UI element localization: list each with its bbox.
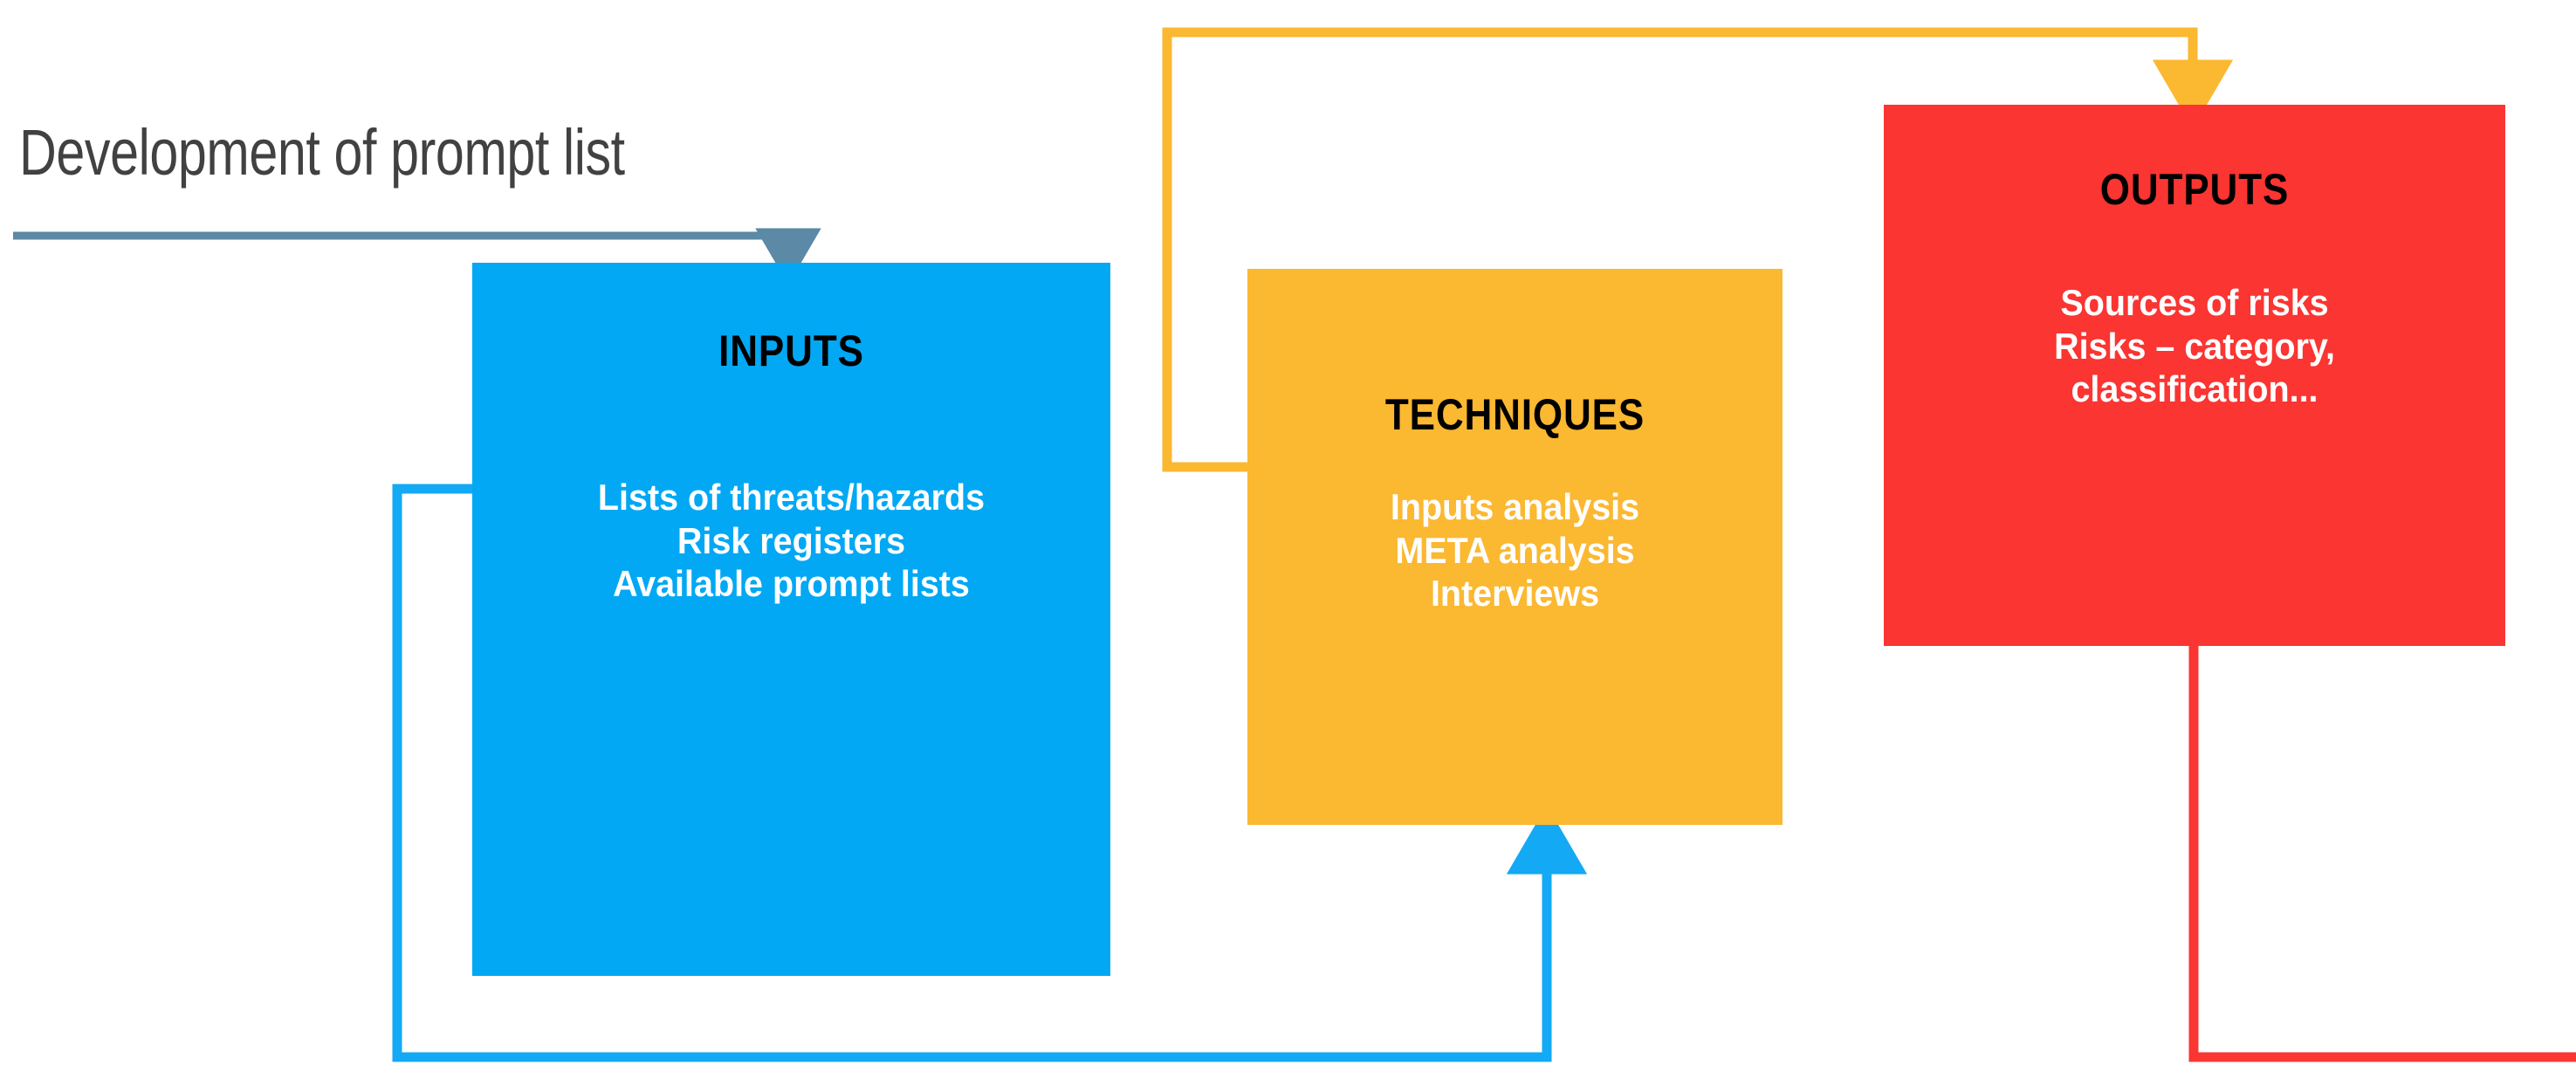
node-outputs[interactable]: OUTPUTS Sources of risks Risks – categor… — [1884, 105, 2505, 646]
node-techniques-line-1: Inputs analysis — [1390, 486, 1640, 527]
node-inputs-line-3: Available prompt lists — [613, 563, 970, 605]
node-techniques-line-2: META analysis — [1395, 529, 1635, 571]
page-title: Development of prompt list — [19, 116, 625, 189]
connector-title-to-inputs — [13, 228, 821, 285]
node-outputs-body: Sources of risks Risks – category, class… — [1902, 281, 2486, 411]
node-inputs-heading: INPUTS — [718, 326, 864, 375]
node-techniques-line-3: Interviews — [1430, 573, 1600, 615]
node-outputs-line-1: Sources of risks — [2060, 282, 2329, 323]
connector-outputs-onward — [2188, 646, 2576, 1062]
node-inputs-body: Lists of threats/hazards Risk registers … — [491, 476, 1091, 606]
node-techniques-body: Inputs analysis META analysis Interviews — [1263, 485, 1766, 615]
node-inputs-line-2: Risk registers — [677, 519, 906, 561]
node-inputs[interactable]: INPUTS Lists of threats/hazards Risk reg… — [472, 263, 1110, 976]
node-techniques[interactable]: TECHNIQUES Inputs analysis META analysis… — [1247, 269, 1783, 825]
node-outputs-line-2: Risks – category, — [2054, 325, 2335, 367]
node-outputs-heading: OUTPUTS — [2099, 165, 2290, 214]
node-techniques-heading: TECHNIQUES — [1384, 390, 1645, 439]
node-inputs-line-1: Lists of threats/hazards — [597, 477, 986, 518]
node-outputs-line-3: classification... — [2071, 368, 2318, 410]
